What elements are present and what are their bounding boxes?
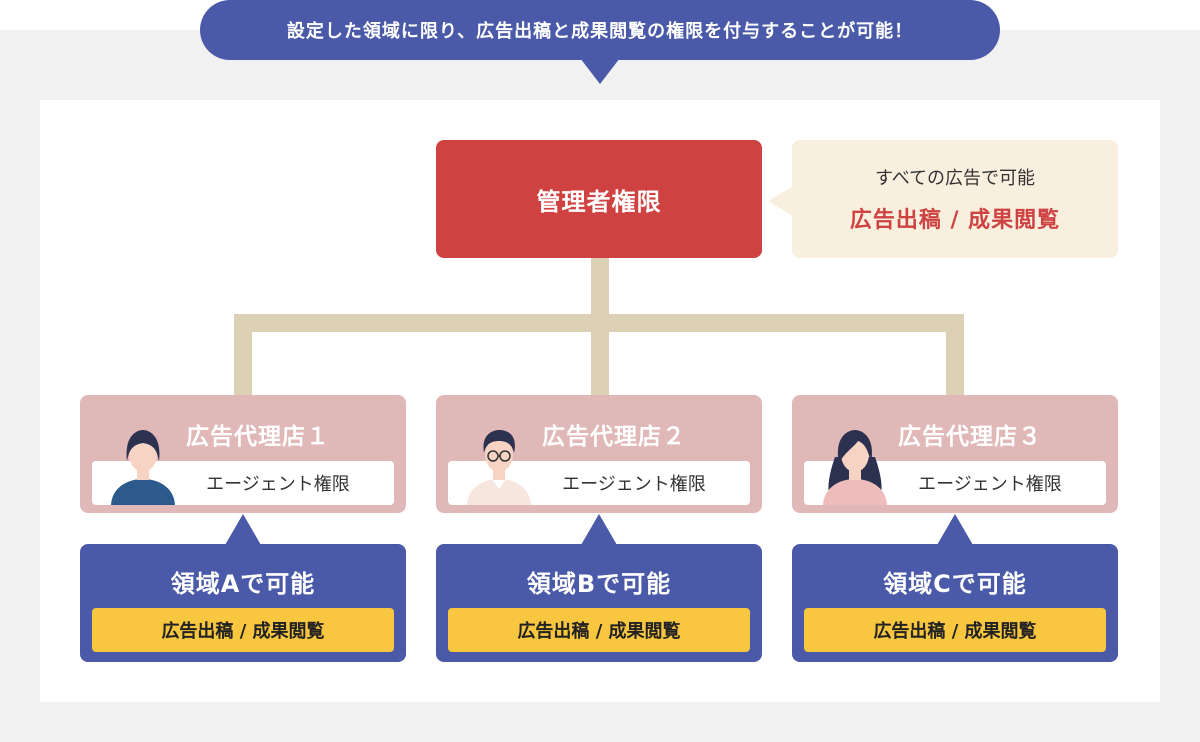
headline-banner-pointer [580,58,620,84]
scope-card-c: 領域Cで可能 広告出稿 / 成果閲覧 [792,544,1118,662]
scope-card-a: 領域Aで可能 広告出稿 / 成果閲覧 [80,544,406,662]
scope-title: 領域Aで可能 [170,570,316,598]
scope-title: 領域Bで可能 [526,570,672,598]
agency-title: 広告代理店３ [898,424,1042,450]
scope-pointer-a [225,514,261,545]
admin-permission-box: 管理者権限 [436,140,762,258]
scope-actions-label: 広告出稿 / 成果閲覧 [161,621,325,642]
admin-note-actions: 広告出稿 / 成果閲覧 [849,208,1061,233]
agency-card-2: 広告代理店２ エージェント権限 [436,395,762,513]
man-avatar-icon [111,430,175,505]
scope-pointer-b [581,514,617,545]
scope-actions-badge: 広告出稿 / 成果閲覧 [448,608,750,652]
agency-role-label: エージェント権限 [562,474,706,495]
scope-actions-badge: 広告出稿 / 成果閲覧 [804,608,1106,652]
agency-card-1: 広告代理店１ エージェント権限 [80,395,406,513]
man-with-glasses-avatar-icon [467,430,531,505]
agency-role-label: エージェント権限 [206,474,350,495]
scope-pointer-c [937,514,973,545]
agency-role-label: エージェント権限 [918,474,1062,495]
scope-actions-label: 広告出稿 / 成果閲覧 [517,621,681,642]
scope-title: 領域Cで可能 [883,570,1027,598]
headline-text: 設定した領域に限り、広告出稿と成果閲覧の権限を付与することが可能！ [286,21,914,42]
connector-crossbar [234,314,964,332]
agency-title: 広告代理店２ [542,424,686,450]
woman-avatar-icon [823,430,887,505]
connector-branch-1 [234,314,252,395]
scope-actions-badge: 広告出稿 / 成果閲覧 [92,608,394,652]
agency-title: 広告代理店１ [186,424,330,450]
scope-actions-label: 広告出稿 / 成果閲覧 [873,621,1037,642]
admin-permission-note: すべての広告で可能 広告出稿 / 成果閲覧 [792,140,1118,258]
scope-card-b: 領域Bで可能 広告出稿 / 成果閲覧 [436,544,762,662]
headline-banner: 設定した領域に限り、広告出稿と成果閲覧の権限を付与することが可能！ [200,0,1000,60]
admin-note-scope: すべての広告で可能 [874,168,1036,189]
agency-card-3: 広告代理店３ エージェント権限 [792,395,1118,513]
admin-note-pointer [768,186,793,216]
connector-branch-3 [946,314,964,395]
admin-permission-label: 管理者権限 [536,187,662,216]
